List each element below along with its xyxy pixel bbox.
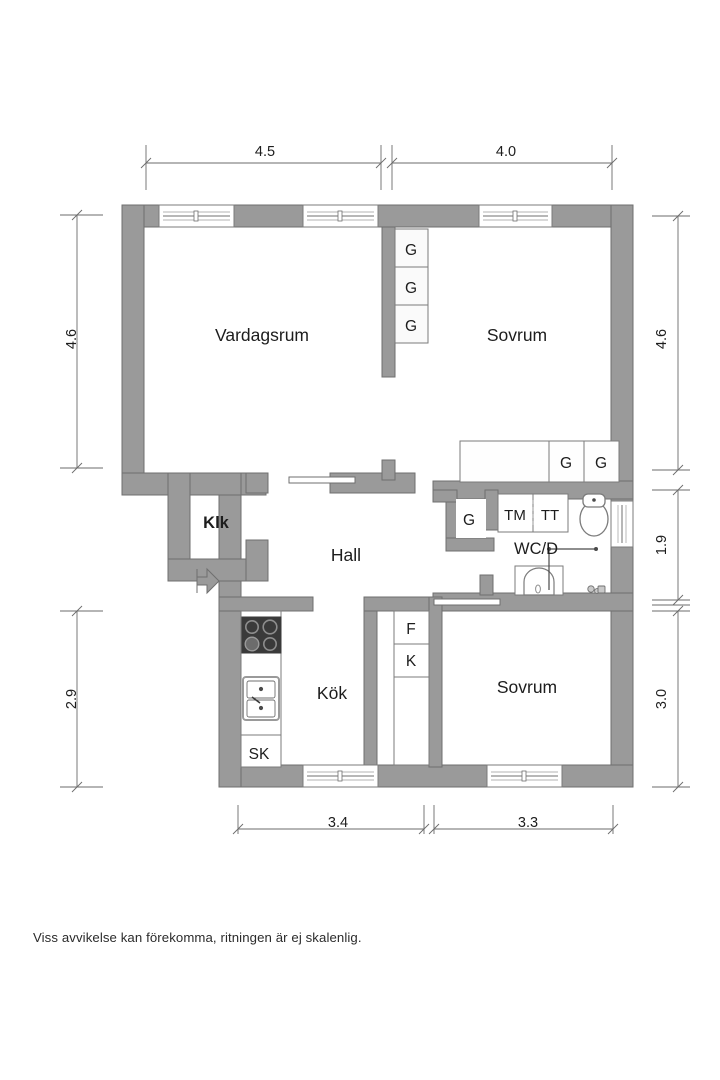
appliance-label-k: K [406,653,417,670]
wall-exterior-left-upper [121,204,145,496]
wall-exterior-bottom [218,764,634,788]
dim-tick-left-c [71,605,83,617]
dim-label-bottom-left: 3.4 [328,815,348,831]
appliance-label-f: F [406,621,415,638]
bedroom-wardrobe-plain [459,440,550,483]
dim-tick-top-a [140,157,152,169]
window-living-2 [302,204,379,228]
dim-label-right-top: 4.6 [654,329,670,349]
room-label-sovrum-top: Sovrum [487,325,547,345]
closet-label-g-bed-2: G [595,455,607,472]
window-living-1 [158,204,235,228]
window-kitchen [302,764,379,788]
dim-label-top-left: 4.5 [255,144,275,160]
dim-tick-top-d [606,157,618,169]
toilet-icon [579,493,609,537]
dim-label-right-bottom: 3.0 [654,689,670,709]
room-label-hall: Hall [331,545,361,565]
closet-g-hall-box [456,499,486,538]
room-label-kok: Kök [317,683,347,703]
wall-hall-top-stub [381,459,396,481]
sink-icon [242,676,280,721]
wall-hallcloset-top [432,489,458,503]
dim-tick-right-d [672,594,684,606]
dim-tick-right-c [672,484,684,496]
wall-hallcloset-bottom [445,537,495,552]
dim-label-top-right: 4.0 [496,144,516,160]
room-label-vardagsrum: Vardagsrum [215,325,309,345]
appliance-tm-box [497,493,534,533]
dim-tick-left-a [71,209,83,221]
dim-label-right-mid: 1.9 [654,535,670,555]
room-label-sovrum-bottom: Sovrum [497,677,557,697]
shower-mixer-icon [547,547,606,594]
appliance-label-tm: TM [504,507,526,524]
closet-g-top-2-box [394,266,429,306]
closet-g-top-1-box [394,228,429,268]
dim-tick-right-a [672,210,684,222]
disclaimer-caption: Viss avvikelse kan förekomma, ritningen … [33,930,362,945]
wall-interior-living-bedroom [381,226,396,378]
closet-label-g-top-3: G [405,318,417,335]
appliance-label-sk: SK [249,746,270,763]
dim-label-left-top: 4.6 [64,329,80,349]
closet-label-g-bed-1: G [560,455,572,472]
appliance-f-box [393,610,430,645]
fixtures-group [196,476,609,721]
dim-tick-left-d [71,781,83,793]
window-bedroom-top [478,204,553,228]
windows-group [158,204,634,788]
labels-group: Vardagsrum Sovrum Hall Kök Sovrum Klk WC… [64,144,670,831]
dim-label-bottom-right: 3.3 [518,815,538,831]
washbasin-icon [514,565,564,596]
entrance-arrow-icon [196,567,220,595]
wall-wc-left-upper [484,489,499,531]
wall-klk-right [245,539,269,582]
appliance-label-tt: TT [541,507,559,524]
closet-label-g-top-1: G [405,242,417,259]
room-label-klk: Klk [203,514,230,532]
window-wc [610,500,634,548]
dim-tick-top-c [386,157,398,169]
cooktop-icon [241,616,282,654]
pantry-tall-unit [393,676,430,766]
wall-exterior-left-lower [218,494,242,788]
dim-tick-bot-b [418,823,430,835]
closet-label-g-hall: G [463,512,475,529]
sliding-door-icon [288,476,356,484]
appliance-tt-box [532,493,569,533]
wall-klk-right-stub [245,472,269,494]
closet-g-bed-1-box [548,440,585,483]
window-bedroom-bottom [486,764,563,788]
wall-wc-bottom-stub [479,574,494,596]
dim-tick-bot-a [232,823,244,835]
room-label-wc-d: WC/D [514,540,558,558]
dimension-lines-group [60,145,690,835]
closet-g-bed-2-box [583,440,620,483]
wall-pantry-right [428,596,443,768]
dim-tick-right-e [672,605,684,617]
sliding-door-wc-icon [433,598,501,606]
dim-tick-top-b [375,157,387,169]
dim-tick-right-f [672,781,684,793]
dim-tick-bot-c [428,823,440,835]
closet-g-top-3-box [394,304,429,344]
wall-kitchen-right [363,596,378,768]
dim-tick-right-b [672,464,684,476]
closet-label-g-top-2: G [405,280,417,297]
wall-kitchen-top-left [218,596,314,612]
dim-tick-left-b [71,462,83,474]
appliance-sk-box [240,734,282,768]
dim-tick-bot-d [607,823,619,835]
dim-label-left-bottom: 2.9 [64,689,80,709]
